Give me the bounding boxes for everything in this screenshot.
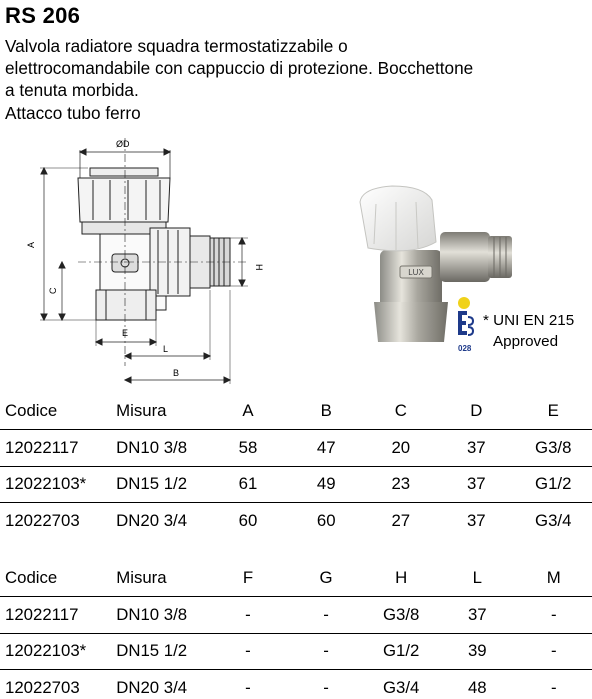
header-cell: Codice xyxy=(5,568,58,587)
table-cell: G3/4 xyxy=(363,669,439,699)
table-row: 12022103* DN15 1/2 61 49 23 37 G1/2 xyxy=(0,465,592,503)
table-row: 12022117 DN10 3/8 58 47 20 37 G3/8 xyxy=(0,429,592,466)
table-cell: G3/8 xyxy=(514,429,592,466)
table-cell: 37 xyxy=(438,429,515,466)
table-row: 12022103* DN15 1/2 - - G1/2 39 - xyxy=(0,632,592,670)
table-header-row: Codice Misura A B C D E xyxy=(0,393,592,430)
table-cell: 60 xyxy=(288,502,364,539)
table-cell: - xyxy=(207,596,289,633)
table-cell: - xyxy=(207,632,289,670)
table-cell: 12022117 xyxy=(0,596,117,633)
badge-number: 028 xyxy=(458,344,472,353)
header-cell: B xyxy=(320,401,332,420)
dim-label-e: E xyxy=(122,328,128,338)
header-cell: Codice xyxy=(5,401,58,420)
certification-text: * UNI EN 215 Approved xyxy=(483,310,574,352)
header-cell: Misura xyxy=(116,568,167,587)
table-row: 12022117 DN10 3/8 - - G3/8 37 - xyxy=(0,596,592,633)
table-cell: 58 xyxy=(206,429,289,466)
table-cell: 12022103* xyxy=(0,632,117,670)
table-cell: - xyxy=(288,632,364,670)
dim-label-a: A xyxy=(26,242,36,248)
header-cell: M xyxy=(546,568,561,587)
header-cell: C xyxy=(394,401,407,420)
table-cell: 49 xyxy=(288,465,364,503)
dim-label-c: C xyxy=(48,287,58,294)
table-cell: - xyxy=(515,596,592,633)
table-row: 12022703 DN20 3/4 60 60 27 37 G3/4 xyxy=(0,502,592,539)
table-cell: - xyxy=(515,669,592,699)
header-cell: A xyxy=(242,401,254,420)
table-cell: 12022117 xyxy=(0,429,117,466)
product-title: RS 206 xyxy=(5,3,81,28)
technical-drawing: ØD A C H E L B xyxy=(26,138,264,384)
description-line: Valvola radiatore squadra termostatizzab… xyxy=(5,36,348,56)
description-line: Attacco tubo ferro xyxy=(5,102,141,123)
dimensions-table-1: Codice Misura A B C D E 12022117 DN10 3/… xyxy=(0,393,592,539)
certification-status: Approved xyxy=(493,333,559,350)
dimensions-table-2: Codice Misura F G H L M 12022117 DN10 3/… xyxy=(0,560,592,699)
table-header-row: Codice Misura F G H L M xyxy=(0,560,592,597)
table-cell: - xyxy=(515,632,592,670)
table-cell: 60 xyxy=(206,502,289,539)
photo-cap-label: LUX xyxy=(408,268,424,277)
table-cell: 12022103* xyxy=(0,465,117,503)
table-cell: 20 xyxy=(363,429,439,466)
dim-label-d: ØD xyxy=(116,139,130,149)
table-cell: - xyxy=(288,669,364,699)
table-cell: 61 xyxy=(206,465,289,503)
table-cell: DN10 3/8 xyxy=(116,429,207,466)
header-cell: F xyxy=(242,568,254,587)
header-cell: H xyxy=(395,568,408,587)
table-cell: 37 xyxy=(438,465,515,503)
table-cell: 37 xyxy=(438,596,516,633)
table-row: 12022703 DN20 3/4 - - G3/4 48 - xyxy=(0,669,592,699)
header-cell: Misura xyxy=(116,401,167,420)
product-description: Valvola radiatore squadra termostatizzab… xyxy=(5,35,590,124)
table-cell: G1/2 xyxy=(363,632,439,670)
table-cell: DN20 3/4 xyxy=(116,669,208,699)
header-cell: D xyxy=(470,401,483,420)
table-cell: G3/4 xyxy=(514,502,592,539)
table-cell: DN10 3/8 xyxy=(116,596,208,633)
header-cell: E xyxy=(547,401,559,420)
table-cell: - xyxy=(288,596,364,633)
description-line: a tenuta morbida. xyxy=(5,80,139,101)
valve-photo: LUX xyxy=(359,185,512,342)
table-cell: DN15 1/2 xyxy=(116,632,208,670)
table-cell: - xyxy=(207,669,289,699)
table-cell: 12022703 xyxy=(0,502,117,539)
header-cell: L xyxy=(472,568,482,587)
certification-standard: * UNI EN 215 xyxy=(483,312,575,329)
dim-label-h: H xyxy=(254,264,264,271)
table-cell: 39 xyxy=(438,632,516,670)
table-cell: 27 xyxy=(363,502,439,539)
certification-badge: 028 xyxy=(458,297,475,353)
description-line: elettrocomandabile con cappuccio di prot… xyxy=(5,58,474,79)
dim-label-l: L xyxy=(163,344,168,354)
table-cell: DN15 1/2 xyxy=(116,465,207,503)
dim-label-b: B xyxy=(173,368,179,378)
header-cell: G xyxy=(319,568,333,587)
table-cell: 47 xyxy=(288,429,364,466)
table-cell: G1/2 xyxy=(514,465,592,503)
table-cell: 23 xyxy=(363,465,439,503)
table-cell: 37 xyxy=(438,502,515,539)
table-cell: G3/8 xyxy=(363,596,439,633)
table-cell: DN20 3/4 xyxy=(116,502,207,539)
table-cell: 12022703 xyxy=(0,669,117,699)
table-cell: 48 xyxy=(438,669,516,699)
